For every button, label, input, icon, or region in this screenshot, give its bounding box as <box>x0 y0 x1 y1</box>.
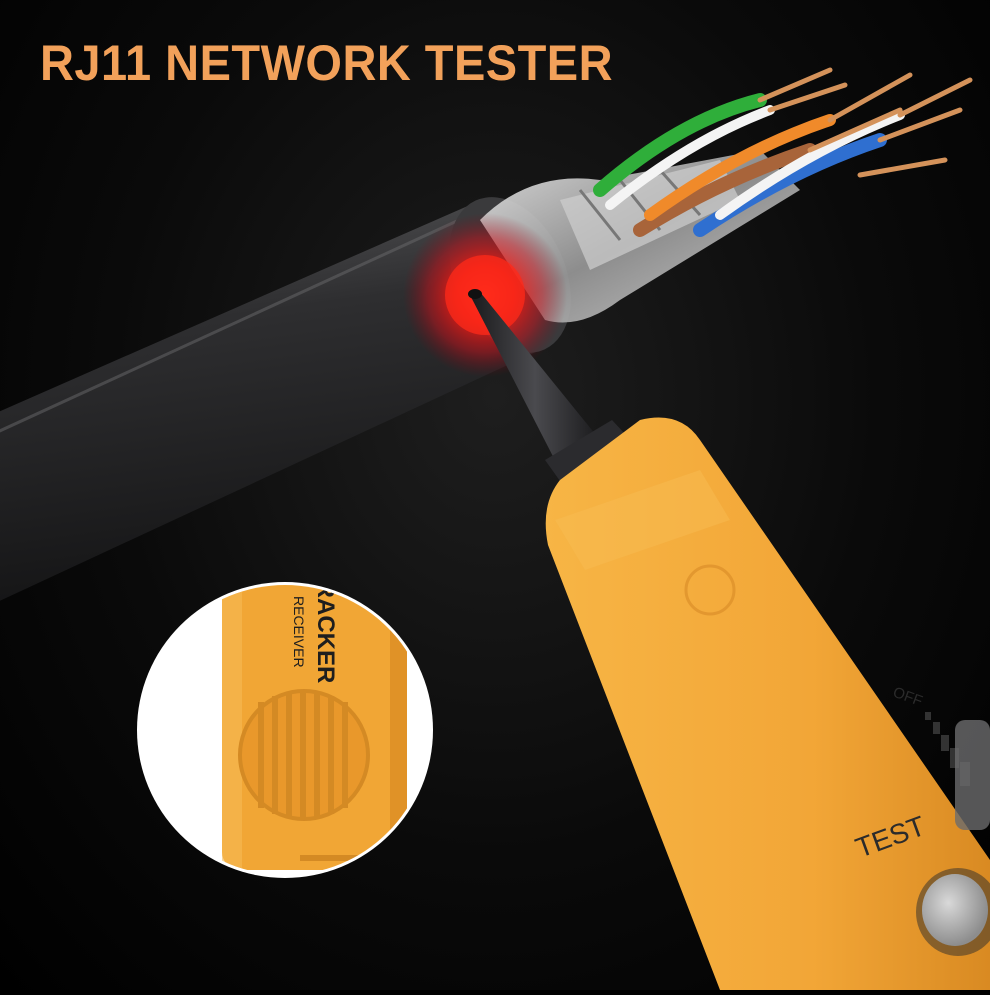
test-button[interactable] <box>916 868 990 956</box>
headline: RJ11 NETWORK TESTER <box>40 35 614 91</box>
off-label: OFF <box>891 684 925 710</box>
speaker-grille <box>238 689 370 821</box>
receiver-label: RECEIVER <box>291 596 307 668</box>
twisted-wire-pairs <box>593 67 973 237</box>
tracker-label: TRACKER <box>312 566 339 683</box>
tester-body: OFF TEST <box>545 417 990 990</box>
receiver-closeup-inset: TRACKER RECEIVER <box>137 566 433 878</box>
signal-indicator-glow <box>403 213 567 377</box>
